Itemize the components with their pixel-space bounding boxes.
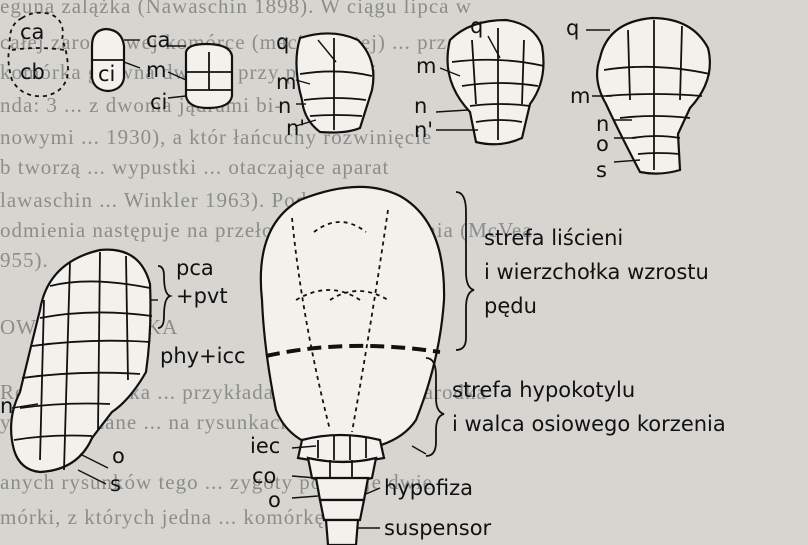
label-co: co	[252, 466, 276, 487]
label-ci-stage2: ci	[150, 92, 167, 113]
label-zone-cotyledon-line3: pędu	[484, 296, 537, 317]
label-q-stage3: q	[276, 32, 289, 53]
label-cb-dotted: cb	[20, 62, 45, 83]
label-zone-cotyledon-line1: strefa liścieni	[484, 228, 623, 249]
label-nprime-stage4: n'	[414, 120, 433, 141]
label-n-stage3: n	[278, 96, 291, 117]
label-pvt: +pvt	[176, 286, 228, 307]
label-q-stage4: q	[470, 16, 483, 37]
stage-octant	[296, 33, 373, 132]
label-q-stage5: q	[566, 18, 579, 39]
label-s-big: s	[110, 474, 121, 495]
label-zone-hypocotyl-line2: i walca osiowego korzenia	[452, 414, 726, 435]
label-hypofiza: hypofiza	[384, 478, 473, 499]
label-phy-icc: phy+icc	[160, 346, 246, 367]
label-m-stage3: m	[276, 72, 296, 93]
label-suspensor: suspensor	[384, 518, 491, 539]
label-n-stage4: n	[414, 96, 427, 117]
label-m-stage4: m	[416, 56, 436, 77]
label-ci-stage1: ci	[98, 64, 115, 85]
label-n-big: n	[0, 396, 13, 417]
label-iec: iec	[250, 436, 280, 457]
label-o-bottom: o	[268, 490, 281, 511]
label-s-stage5: s	[596, 160, 607, 181]
label-m-stage2: m	[146, 60, 166, 81]
label-ca-stage1: ca	[146, 30, 170, 51]
label-ca-dotted: ca	[20, 22, 44, 43]
label-m-stage5: m	[570, 86, 590, 107]
label-zone-hypocotyl-line1: strefa hypokotylu	[452, 380, 635, 401]
label-o-stage5: o	[596, 134, 609, 155]
label-o-big: o	[112, 446, 125, 467]
label-zone-cotyledon-line2: i wierzchołka wzrostu	[484, 262, 709, 283]
label-pca: pca	[176, 258, 214, 279]
label-nprime-stage3: n'	[286, 118, 305, 139]
